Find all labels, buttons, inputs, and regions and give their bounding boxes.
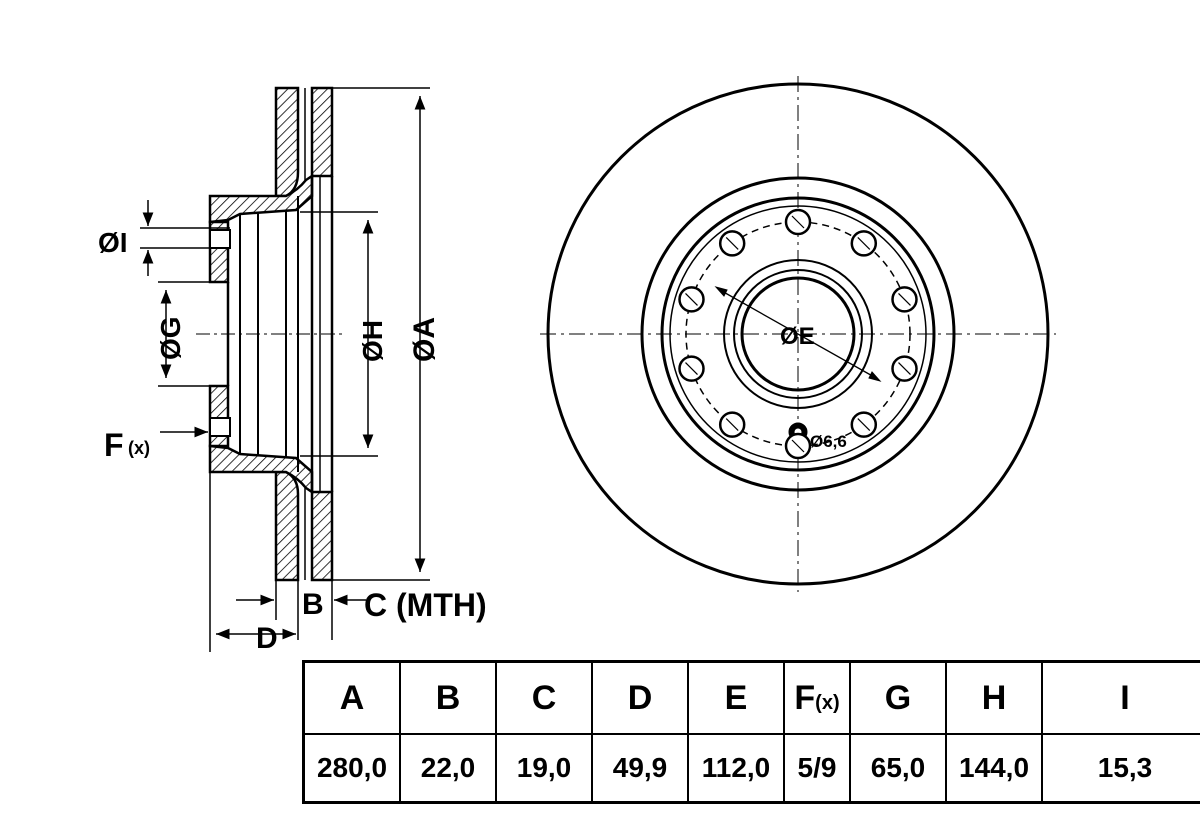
spec-header-f: F(x): [783, 660, 851, 735]
bolt-hole-mark: [725, 236, 739, 250]
inner-plate-top: [310, 86, 334, 178]
spec-header-label: I: [1120, 678, 1130, 717]
bolt-hole-mark: [725, 418, 739, 432]
side-labels: ØI ØG ØH ØA F (x) B C (MTH) D: [98, 227, 487, 655]
spec-value-b: 22,0: [399, 733, 497, 804]
label-F-sub: (x): [128, 438, 150, 458]
spec-header-i: I: [1041, 660, 1200, 735]
spec-header-e: E: [687, 660, 785, 735]
bolt-hole-mark: [791, 439, 805, 453]
bolt-hole-mark: [898, 362, 911, 376]
label-dia-H: ØH: [357, 320, 388, 362]
spec-header-g: G: [849, 660, 947, 735]
spec-header-label: D: [627, 678, 653, 717]
spec-header-label: B: [435, 678, 461, 717]
label-dia-E: ØE: [780, 323, 815, 350]
spec-header-label: G: [884, 678, 912, 717]
spec-header-h: H: [945, 660, 1043, 735]
spec-value-a: 280,0: [302, 733, 401, 804]
spec-header-c: C: [495, 660, 593, 735]
front-view: [540, 76, 1056, 592]
label-dia-I: ØI: [98, 227, 128, 258]
spec-header-d: D: [591, 660, 689, 735]
inner-plate-bottom: [310, 490, 334, 582]
spec-value-h: 144,0: [945, 733, 1043, 804]
spec-header-label: F: [794, 678, 816, 717]
bolt-hole-mark: [898, 292, 911, 306]
spec-header-label: A: [339, 678, 365, 717]
bolt-hole-mark: [685, 362, 698, 376]
label-D: D: [256, 622, 278, 655]
bolt-hole-mark: [857, 236, 871, 250]
label-dia-A: ØA: [408, 317, 441, 362]
spec-header-a: A: [302, 660, 401, 735]
label-F: F: [104, 427, 124, 463]
spec-value-c: 19,0: [495, 733, 593, 804]
spec-value-f: 5/9: [783, 733, 851, 804]
label-dia-G: ØG: [155, 316, 186, 360]
spec-value-d: 49,9: [591, 733, 689, 804]
side-dimensions: [140, 87, 430, 652]
spec-header-sublabel: (x): [815, 691, 840, 714]
spec-value-g: 65,0: [849, 733, 947, 804]
outer-plate-top: [274, 86, 300, 198]
bolt-holes: [678, 208, 918, 460]
spec-header-b: B: [399, 660, 497, 735]
spec-header-label: C: [531, 678, 557, 717]
label-C-mth: C (MTH): [364, 587, 487, 623]
spec-value-e: 112,0: [687, 733, 785, 804]
side-section-view: [196, 86, 345, 582]
bolt-hole-mark: [857, 418, 871, 432]
spec-header-label: E: [724, 678, 748, 717]
spec-value-i: 15,3: [1041, 733, 1200, 804]
outer-plate-bottom: [274, 470, 300, 582]
label-hole: Ø6,6: [810, 432, 847, 451]
spec-header-label: H: [981, 678, 1007, 717]
label-B: B: [302, 588, 324, 621]
spec-header-row: A B C D E F(x) G H I: [302, 660, 1200, 735]
bolt-hole-mark: [791, 215, 805, 229]
bolt-hole-mark: [685, 292, 698, 306]
